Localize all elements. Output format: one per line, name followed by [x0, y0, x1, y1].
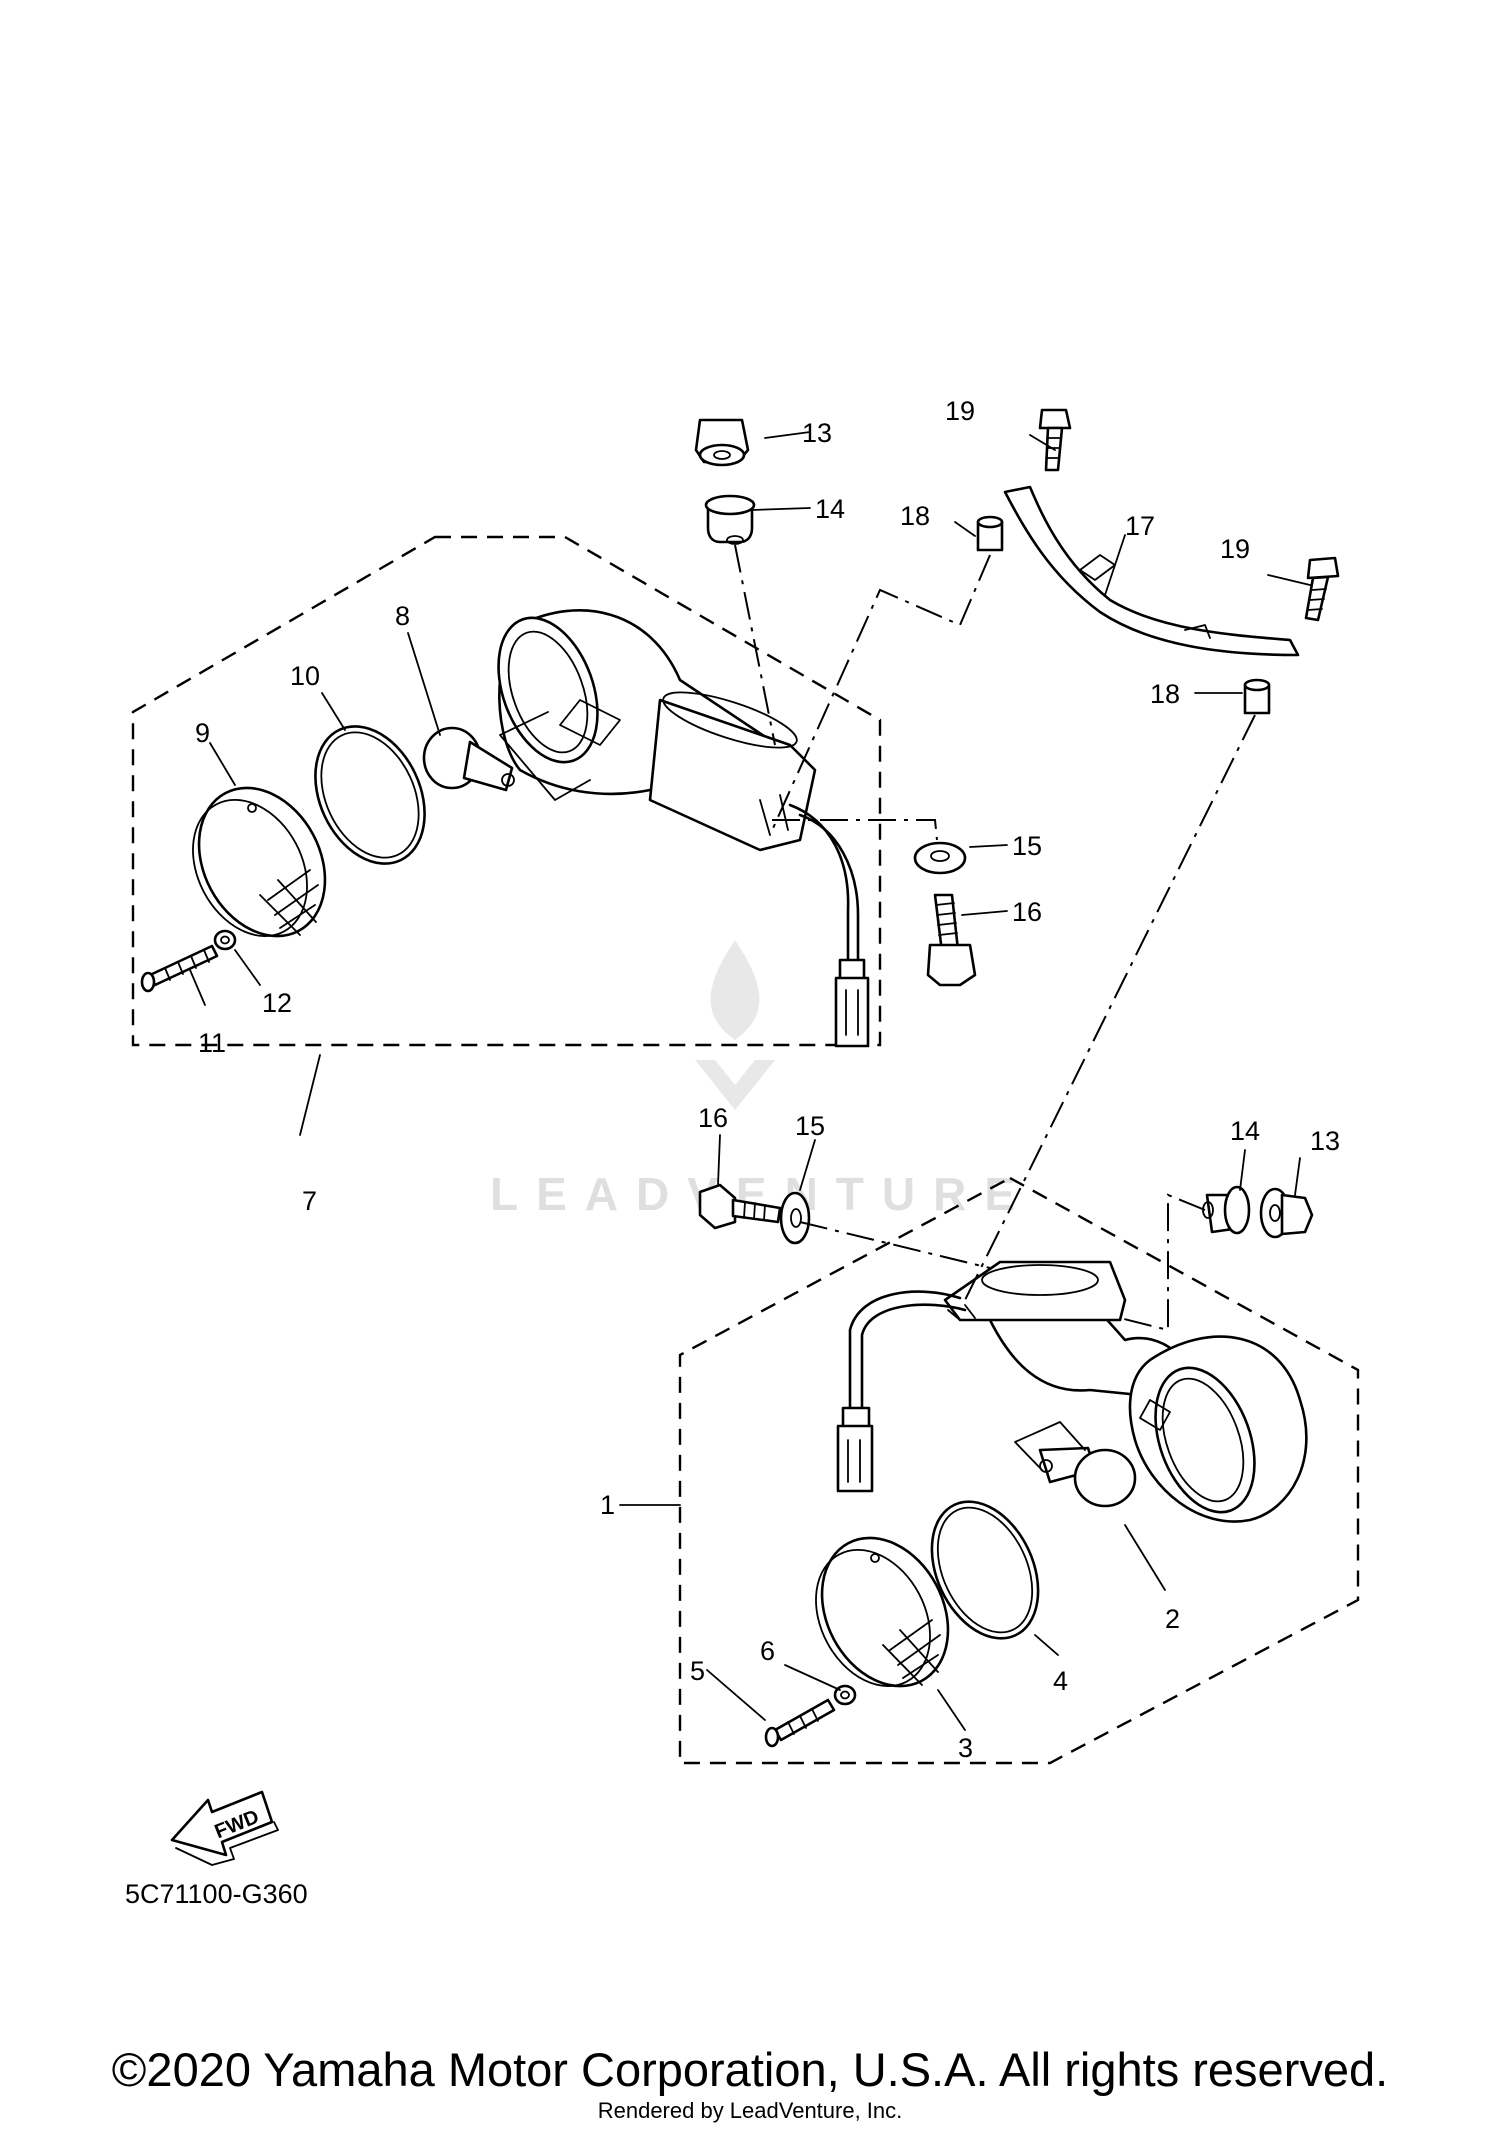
rendered-by-notice: Rendered by LeadVenture, Inc. [597, 2098, 903, 2123]
callout-6: 6 [760, 1636, 775, 1666]
copyright-notice: ©2020 Yamaha Motor Corporation, U.S.A. A… [111, 2043, 1389, 2096]
callout-1: 1 [600, 1490, 615, 1520]
collar-14-upper [704, 494, 756, 545]
assembly-1-boundary [678, 1176, 1360, 1765]
reference-lines [499, 544, 1256, 1471]
callout-11: 11 [198, 1028, 226, 1058]
bulb-2 [1038, 1446, 1137, 1508]
lens-9 [192, 786, 327, 938]
leader-lines [189, 431, 1311, 1731]
lower-housing [943, 1260, 1308, 1523]
washer-12 [213, 929, 237, 951]
callout-9: 9 [195, 718, 210, 748]
callout-3: 3 [958, 1733, 973, 1763]
spacer-18-right [1243, 678, 1271, 715]
gasket-10 [314, 725, 426, 865]
callout-18-right: 18 [1150, 679, 1180, 709]
lower-wire-connector [836, 1290, 967, 1493]
upper-housing [497, 609, 817, 852]
washer-15-lower [779, 1191, 811, 1245]
gasket-4 [930, 1500, 1040, 1640]
callout-2: 2 [1165, 1604, 1180, 1634]
callout-17: 17 [1125, 511, 1155, 541]
callout-numbers: 13 14 18 19 17 19 18 8 10 9 15 16 12 11 … [195, 396, 1340, 1763]
callout-12: 12 [262, 988, 292, 1018]
callout-18-left: 18 [900, 501, 930, 531]
nut-13-upper [694, 418, 750, 467]
callout-5: 5 [690, 1656, 705, 1686]
bulb-8 [422, 726, 515, 792]
callout-13-upper: 13 [802, 418, 832, 448]
callout-15-upper: 15 [1012, 831, 1042, 861]
bolt-19-right [1304, 556, 1340, 622]
callout-7: 7 [302, 1186, 317, 1216]
callout-10: 10 [290, 661, 320, 691]
callout-15-lower: 15 [795, 1111, 825, 1141]
assembly-7-boundary [131, 535, 882, 1047]
bolt-16-lower [698, 1183, 782, 1230]
fwd-arrow: FWD [170, 1790, 279, 1866]
nut-13-lower [1259, 1187, 1314, 1239]
callout-14-lower: 14 [1230, 1116, 1260, 1146]
callout-13-lower: 13 [1310, 1126, 1340, 1156]
callout-16-lower: 16 [698, 1103, 728, 1133]
collar-14-lower [1202, 1185, 1251, 1235]
bracket-17 [1003, 485, 1300, 657]
screw-5 [764, 1698, 836, 1748]
upper-wire-connector [788, 803, 870, 1048]
diagram-code: 5C71100-G360 [125, 1879, 308, 1909]
callout-19-left: 19 [945, 396, 975, 426]
callout-16-upper: 16 [1012, 897, 1042, 927]
bolt-19-left [1038, 408, 1072, 472]
callout-14-upper: 14 [815, 494, 845, 524]
callout-19-right: 19 [1220, 534, 1250, 564]
screw-11 [140, 944, 219, 993]
spacer-18-left [976, 515, 1004, 552]
callout-4: 4 [1053, 1666, 1068, 1696]
washer-15-upper [913, 841, 967, 875]
lens-3 [815, 1536, 950, 1688]
bolt-16-upper [926, 893, 977, 987]
callout-8: 8 [395, 601, 410, 631]
